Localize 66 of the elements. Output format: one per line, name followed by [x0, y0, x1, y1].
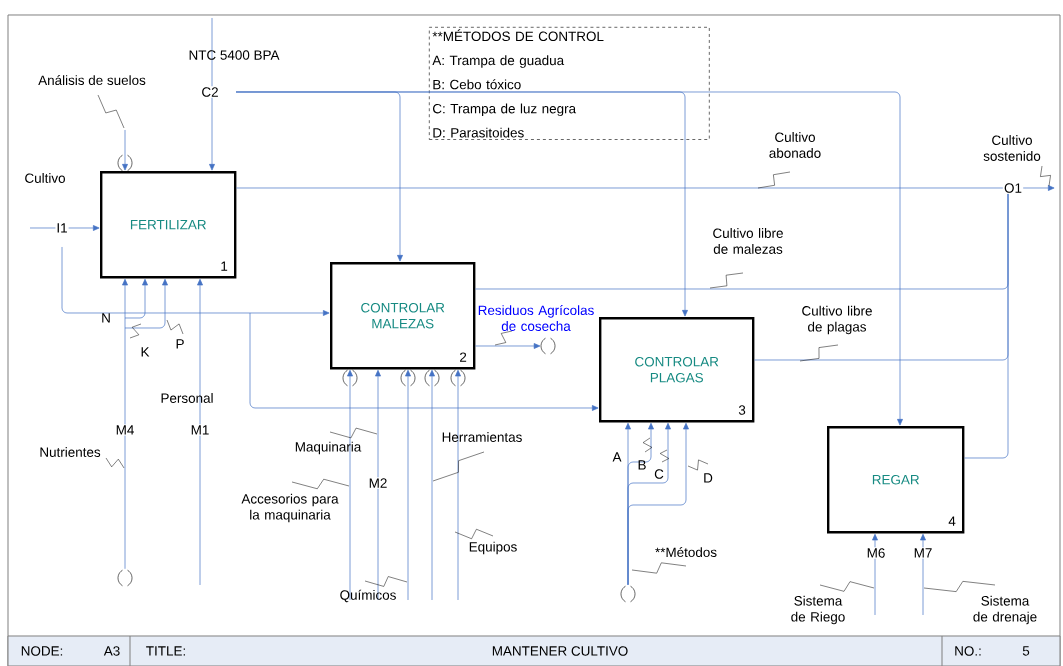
- arrow-label: Cultivo abonado: [769, 132, 821, 158]
- arrow-label: **Métodos: [655, 546, 717, 557]
- title-block-text: NO.:: [955, 646, 981, 656]
- arrow: [429, 369, 435, 601]
- arrow-label: B: [638, 460, 646, 470]
- arrow-label: Nutrientes: [40, 447, 101, 457]
- arrow-label: Químicos: [340, 589, 396, 603]
- title-block-text: 5: [1022, 646, 1030, 656]
- arrow: [197, 278, 203, 586]
- tunnel-mark: [117, 569, 133, 587]
- arrow: [122, 129, 128, 171]
- arrow-label: Cultivo libre de plagas: [802, 305, 872, 335]
- process-box: CONTROLAR MALEZAS 2: [330, 262, 476, 370]
- title-block-text: NODE:: [21, 646, 63, 656]
- arrow: [627, 422, 689, 586]
- arrow-label: C: [654, 469, 664, 479]
- icom-code: M7: [912, 547, 934, 559]
- arrow: [124, 278, 148, 319]
- title-block-text: TITLE:: [146, 646, 185, 656]
- title-block-text: A3: [103, 646, 120, 656]
- arrow-label: Cultivo: [25, 173, 65, 183]
- icom-code: C2: [200, 86, 220, 98]
- icom-code: M4: [114, 424, 136, 436]
- icom-code: O1: [1003, 182, 1023, 194]
- process-box: CONTROLAR PLAGAS 3: [599, 317, 755, 423]
- arrow-label: Sistema de Riego: [791, 595, 845, 625]
- arrow: [405, 369, 411, 601]
- arrow-label: Equipos: [469, 541, 517, 555]
- tunnel-mark: [540, 337, 556, 355]
- arrow: [209, 17, 215, 171]
- arrow-label: Maquinaria: [295, 441, 362, 455]
- arrow-label: NTC 5400 BPA: [189, 50, 280, 60]
- arrow: [475, 343, 541, 349]
- tunnel-mark: [620, 585, 636, 603]
- arrow-label: Residuos Agrícolas de cosecha: [478, 305, 594, 331]
- arrow: [455, 369, 461, 601]
- arrow-label: Análisis de suelos: [38, 75, 146, 85]
- arrow-label: A: [612, 452, 622, 462]
- arrow-label: Herramientas: [442, 432, 522, 442]
- icom-code: M1: [189, 424, 211, 436]
- icom-code: M6: [865, 547, 887, 559]
- arrow-label: Cultivo libre de malezas: [713, 228, 783, 254]
- arrow-label: P: [176, 339, 184, 349]
- arrow: [124, 278, 168, 329]
- arrow-label: K: [141, 347, 150, 357]
- arrow: [61, 246, 330, 316]
- arrow: [872, 533, 878, 616]
- arrow: [375, 369, 381, 601]
- arrow-label: Sistema de drenaje: [973, 595, 1037, 625]
- icom-code: M2: [367, 477, 389, 489]
- arrow: [235, 91, 903, 426]
- arrow-label: Accesorios para la maquinaria: [241, 493, 339, 523]
- arrow-label: D: [704, 473, 713, 483]
- arrow-label: Cultivo sostenido: [983, 135, 1041, 161]
- arrow: [29, 225, 100, 231]
- title-block-text: MANTENER CULTIVO: [492, 646, 628, 656]
- legend-box: **MÉTODOS DE CONTROL A: Trampa de guadua B: Cebo tóxico C: Trampa de luz negra D: Parasitoides: [429, 27, 710, 140]
- arrow: [122, 278, 128, 570]
- process-box: REGAR 4: [827, 426, 965, 534]
- arrow-label: N: [102, 313, 110, 323]
- icom-code: I1: [55, 222, 69, 234]
- process-box: FERTILIZAR 1: [100, 171, 237, 279]
- arrow: [1022, 185, 1055, 191]
- arrow: [249, 312, 599, 411]
- arrow: [347, 369, 353, 601]
- arrow-label: Personal: [161, 393, 213, 403]
